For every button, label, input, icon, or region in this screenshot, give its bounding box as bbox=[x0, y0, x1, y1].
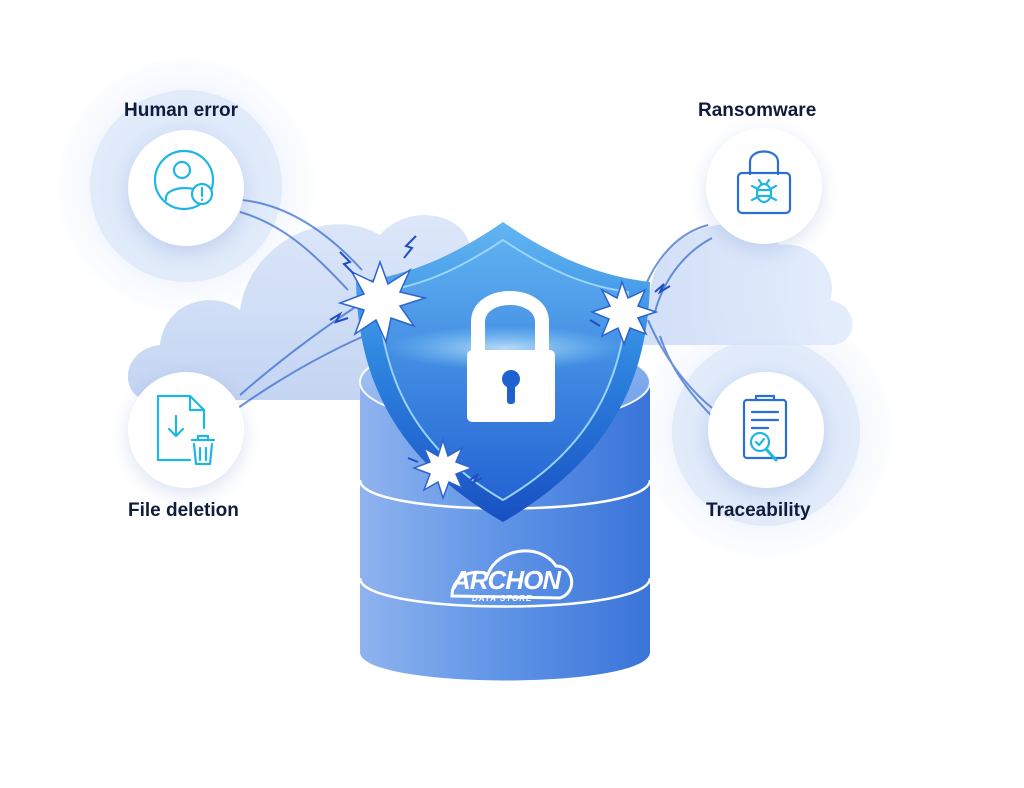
impact-burst-upper-left bbox=[329, 235, 428, 345]
ransomware-node bbox=[706, 128, 822, 244]
clipboard-search-icon bbox=[742, 394, 788, 462]
padlock-bug-icon bbox=[736, 150, 792, 215]
impact-burst-right bbox=[589, 279, 671, 347]
file-delete-icon bbox=[156, 394, 216, 466]
user-alert-icon bbox=[153, 149, 215, 211]
traceability-label: Traceability bbox=[706, 500, 811, 521]
impact-burst-lower bbox=[407, 437, 483, 501]
cloud-right bbox=[585, 224, 853, 345]
svg-text:DATA STORE: DATA STORE bbox=[472, 594, 532, 603]
file-deletion-node bbox=[128, 372, 244, 488]
archon-logo: ARCHON DATA STORE bbox=[450, 549, 573, 603]
ransomware-label: Ransomware bbox=[698, 100, 817, 121]
file-deletion-label: File deletion bbox=[128, 500, 239, 521]
human-error-label: Human error bbox=[124, 100, 239, 121]
traceability-node bbox=[708, 372, 824, 488]
human-error-node bbox=[128, 130, 244, 246]
svg-text:ARCHON: ARCHON bbox=[451, 565, 562, 595]
padlock-icon bbox=[467, 291, 555, 422]
